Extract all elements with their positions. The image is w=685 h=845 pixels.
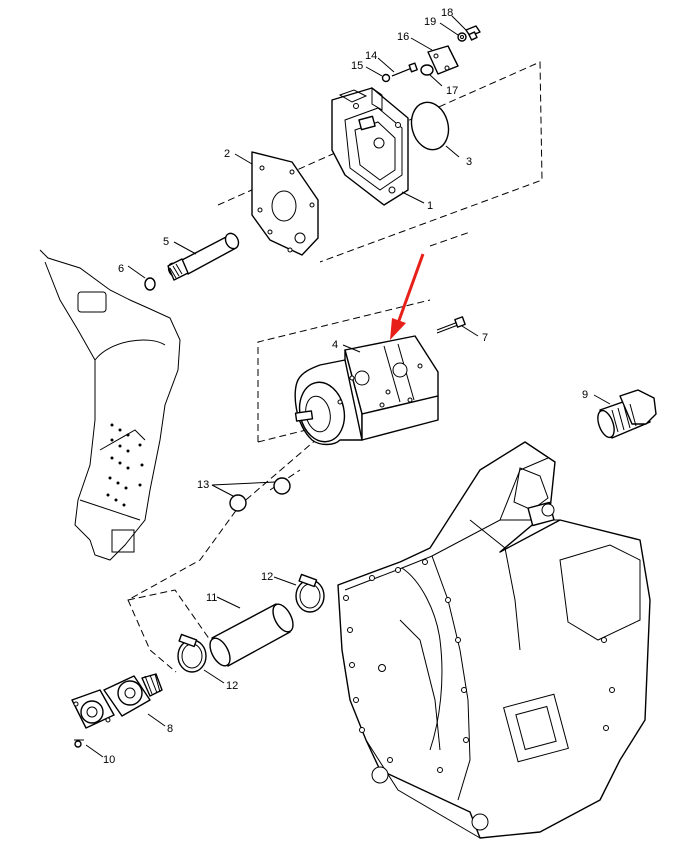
part-12-hose-clamp-lower — [177, 633, 207, 673]
callout-7: 7 — [482, 332, 488, 344]
part-7-bolt — [436, 316, 466, 334]
callout-2: 2 — [224, 148, 230, 160]
part-16-cover-plate — [427, 45, 459, 75]
assembly-dashed-frame-pump — [257, 231, 471, 443]
part-18-screw — [465, 25, 481, 41]
callout-12-lower: 12 — [226, 680, 238, 692]
part-4-hydraulic-pump — [294, 335, 439, 446]
callout-leader-lines — [85, 15, 611, 758]
callout-18: 18 — [441, 7, 453, 19]
part-13-o-ring-right — [273, 477, 291, 495]
housing-flange-bolt-holes — [343, 559, 615, 773]
part-17-o-ring — [420, 64, 434, 76]
part-2-gasket — [251, 151, 319, 256]
transmission-housing — [337, 441, 651, 839]
callout-3: 3 — [466, 156, 472, 168]
part-13-o-ring-left — [229, 494, 247, 512]
part-14-bolt — [391, 62, 418, 77]
part-11-hose — [209, 603, 294, 667]
callout-5: 5 — [163, 236, 169, 248]
callout-14: 14 — [365, 50, 377, 62]
highlight-arrow — [390, 253, 425, 340]
frame-bolt-dots — [106, 423, 144, 507]
callout-1: 1 — [427, 200, 433, 212]
part-19-washer — [457, 32, 467, 42]
part-6-snap-ring — [144, 277, 156, 291]
callout-17: 17 — [446, 85, 458, 97]
callout-4: 4 — [332, 339, 338, 351]
callout-numbers: 18 19 16 14 15 17 3 1 2 5 6 4 7 9 13 12 … — [103, 7, 588, 766]
tractor-frame-outline — [39, 249, 181, 561]
callout-19: 19 — [424, 16, 436, 28]
callout-9: 9 — [582, 389, 588, 401]
part-3-o-ring — [410, 101, 450, 151]
part-15-washer — [381, 73, 391, 83]
callout-16: 16 — [397, 31, 409, 43]
callout-6: 6 — [118, 263, 124, 275]
callout-8: 8 — [167, 723, 173, 735]
callout-10: 10 — [103, 754, 115, 766]
part-5-drive-shaft — [167, 232, 240, 281]
part-1-pump-adapter-housing — [331, 87, 409, 206]
callout-12-upper: 12 — [261, 571, 273, 583]
part-9-fitting — [597, 389, 657, 439]
callout-13: 13 — [197, 479, 209, 491]
part-12-hose-clamp-upper — [295, 573, 325, 613]
callout-11: 11 — [206, 592, 217, 604]
callout-15: 15 — [351, 60, 363, 72]
part-8-elbow-fitting — [103, 673, 163, 717]
part-10-flange — [71, 689, 115, 748]
